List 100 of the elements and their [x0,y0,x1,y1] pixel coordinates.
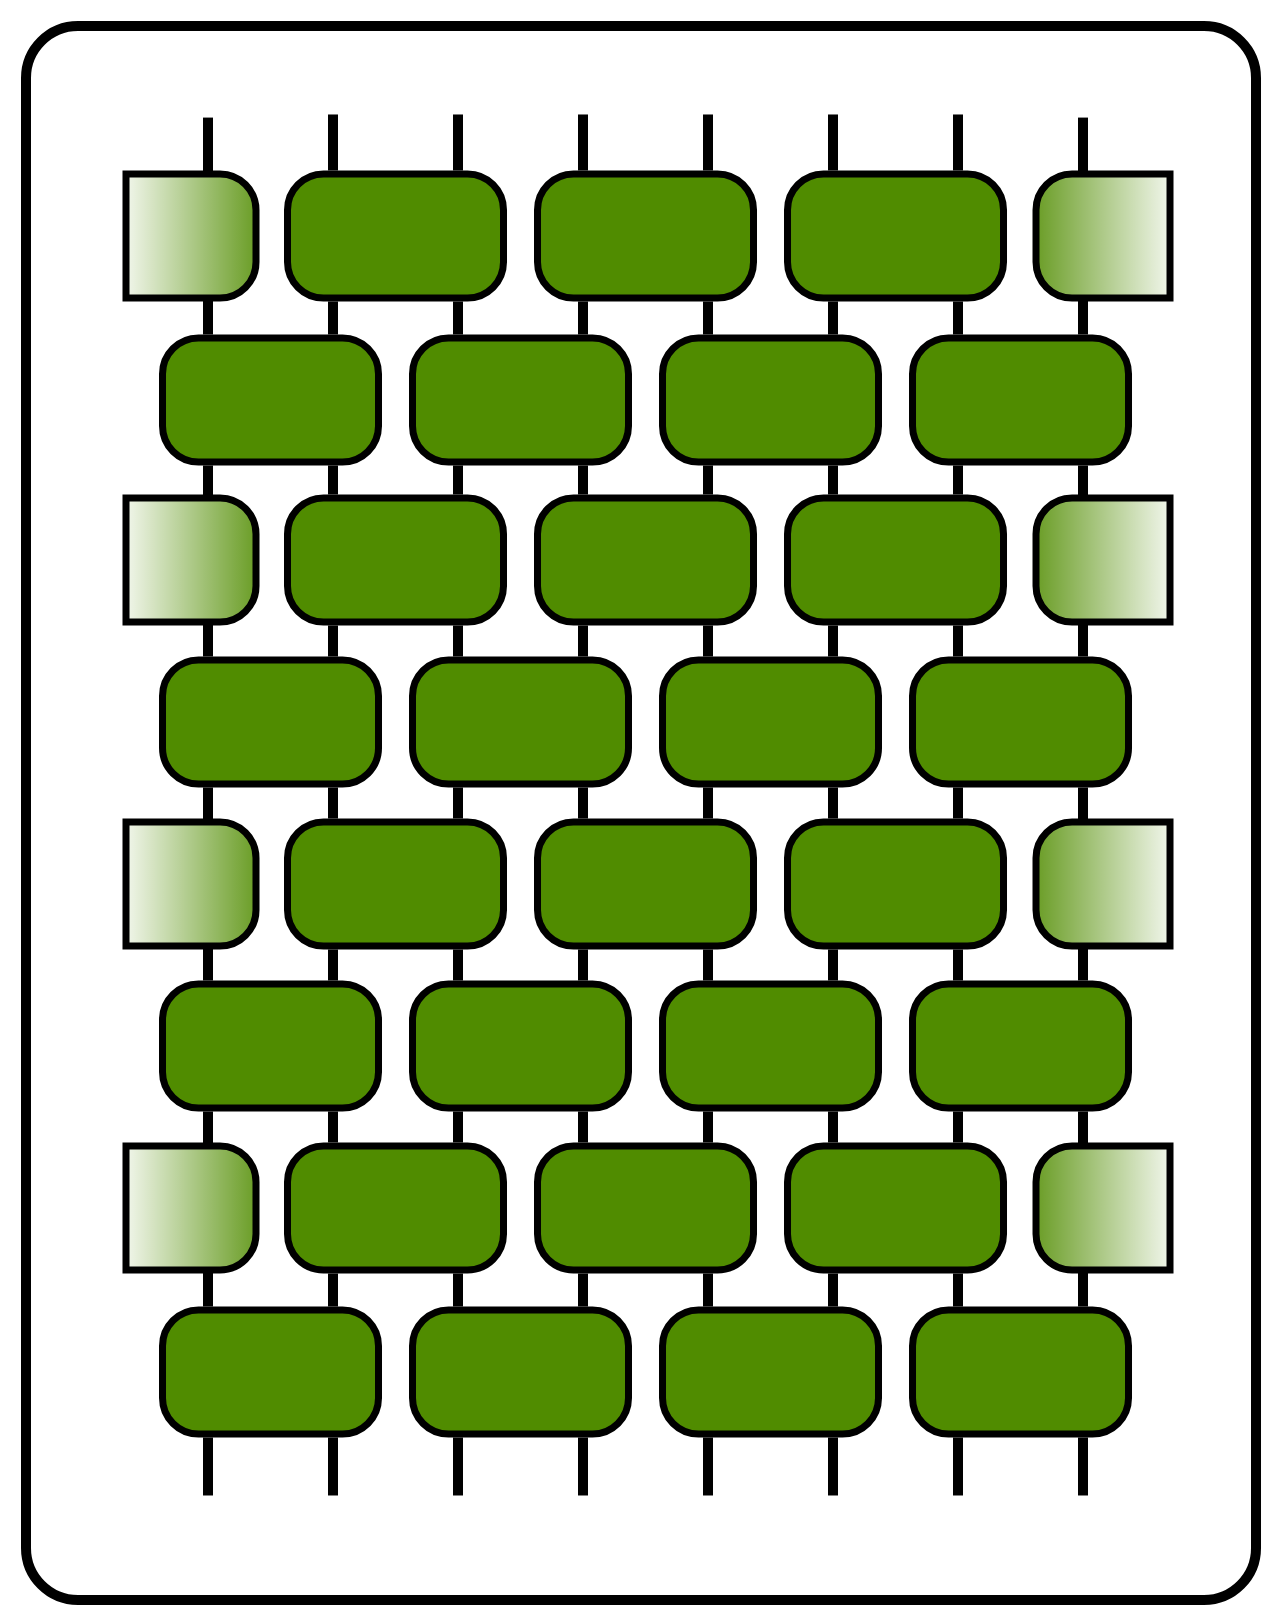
gate-box [159,1306,382,1438]
wire-line [203,298,213,335]
wire-line [1078,1437,1088,1496]
wire-line [578,1111,588,1143]
wire-line [203,117,213,174]
wire-line [203,1270,213,1307]
gate-box [909,334,1132,466]
half-gate-box [122,494,260,626]
wire-line [828,1273,838,1307]
wire-line [828,301,838,335]
wire-line [453,1437,463,1496]
wire-line [453,114,463,171]
gate-box [659,980,882,1112]
wire-line [953,625,963,657]
gate-box [409,334,632,466]
half-gate-box [122,1142,260,1274]
wire-line [578,625,588,657]
wire-line [703,1437,713,1496]
wire-line [453,301,463,335]
wire-line [578,1273,588,1307]
wire-line [953,301,963,335]
wire-line [953,1273,963,1307]
wire-line [578,114,588,171]
gate-box [534,818,757,950]
gate-box [909,980,1132,1112]
half-gate-box [1032,494,1174,626]
wire-line [328,1437,338,1496]
wire-line [703,114,713,171]
gate-box [284,818,507,950]
gate-box [159,980,382,1112]
half-gate-box [1032,818,1174,950]
gate-box [784,494,1007,626]
gate-box [409,656,632,788]
gate-box [909,656,1132,788]
wire-line [703,625,713,657]
gate-box [659,1306,882,1438]
wire-line [203,1111,213,1146]
wire-line [453,1273,463,1307]
wire-line [1078,298,1088,335]
wire-line [578,949,588,981]
wire-line [828,787,838,819]
wire-line [328,1273,338,1307]
wire-line [828,114,838,171]
wire-line [953,1437,963,1496]
wire-line [1078,1270,1088,1307]
gate-box [784,170,1007,302]
wire-line [453,625,463,657]
gate-box [534,1142,757,1274]
wire-line [578,1437,588,1496]
gate-box [284,494,507,626]
gate-box [534,170,757,302]
gate-box [909,1306,1132,1438]
wire-line [328,114,338,171]
half-gate-box [1032,170,1174,302]
wire-line [203,787,213,822]
wire-line [828,1111,838,1143]
wire-line [203,465,213,498]
gate-box [159,656,382,788]
wire-line [703,1111,713,1143]
half-gate-box [1032,1142,1174,1274]
half-gate-box [122,170,260,302]
wire-line [1078,1111,1088,1146]
wire-line [578,301,588,335]
gate-box [659,656,882,788]
wire-line [203,1437,213,1496]
wire-line [953,1111,963,1143]
wire-line [453,949,463,981]
wire-line [328,465,338,495]
wire-line [828,949,838,981]
wire-line [828,465,838,495]
wire-line [703,301,713,335]
wire-line [328,949,338,981]
gate-box [784,818,1007,950]
wire-line [703,787,713,819]
wire-line [328,625,338,657]
gate-box [534,494,757,626]
wire-line [703,465,713,495]
wire-line [453,787,463,819]
wire-line [828,1437,838,1496]
wire-line [578,787,588,819]
half-gate-box [122,818,260,950]
wire-line [453,465,463,495]
wire-line [1078,622,1088,657]
wire-line [1078,117,1088,174]
wire-line [703,949,713,981]
wire-line [953,465,963,495]
wire-line [1078,787,1088,822]
wire-line [953,787,963,819]
wire-line [953,114,963,171]
wire-line [578,465,588,495]
gate-box [409,980,632,1112]
wire-line [203,946,213,981]
gate-box [409,1306,632,1438]
wire-line [328,787,338,819]
gate-box [159,334,382,466]
wire-line [828,625,838,657]
wire-line [1078,465,1088,498]
wire-line [328,1111,338,1143]
gate-box [659,334,882,466]
wire-line [953,949,963,981]
